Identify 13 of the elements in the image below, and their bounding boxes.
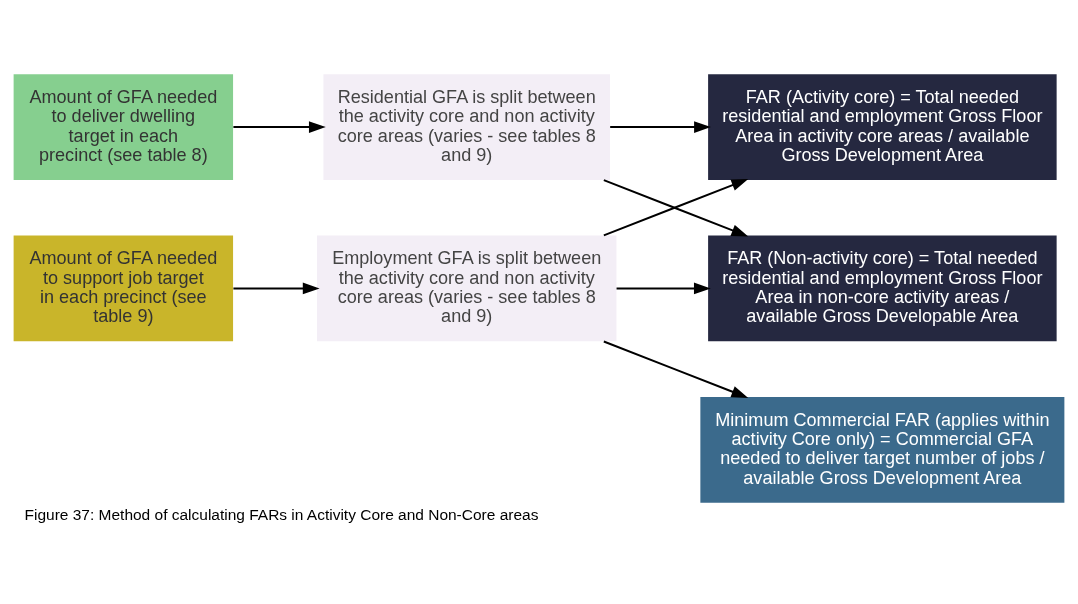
arrow [609, 121, 711, 133]
node-box: FAR (Non-activity core) = Total needed residential and employment Gross Floor Area in non-core activity areas / available Gross Developable Area [708, 235, 1057, 342]
node-box: Amount of GFA needed to support job target in each precinct (see table 9) [13, 235, 234, 342]
node-box: Residential GFA is split between the activity core and non activity core areas (varies - see tables 8 and 9) [323, 74, 610, 180]
arrow [232, 121, 326, 133]
caption: Figure 37: Method of calculating FARs in Activity Core and Non-Core areas [24, 506, 539, 524]
arrow [615, 282, 711, 295]
node-box: Amount of GFA needed to deliver dwelling target in each precinct (see table 8) [13, 74, 234, 180]
node-box: FAR (Activity core) = Total needed residential and employment Gross Floor Area in activity core areas / available Gross Development Area [708, 74, 1057, 180]
arrow [232, 282, 320, 295]
node-box: Minimum Commercial FAR (applies within activity Core only) = Commercial GFA needed to deliver target number of jobs / available Gross Development Area [700, 396, 1065, 503]
node-box: Employment GFA is split between the activity core and non activity core areas (varies - see tables 8 and 9) [316, 235, 617, 342]
arrow [602, 340, 749, 398]
